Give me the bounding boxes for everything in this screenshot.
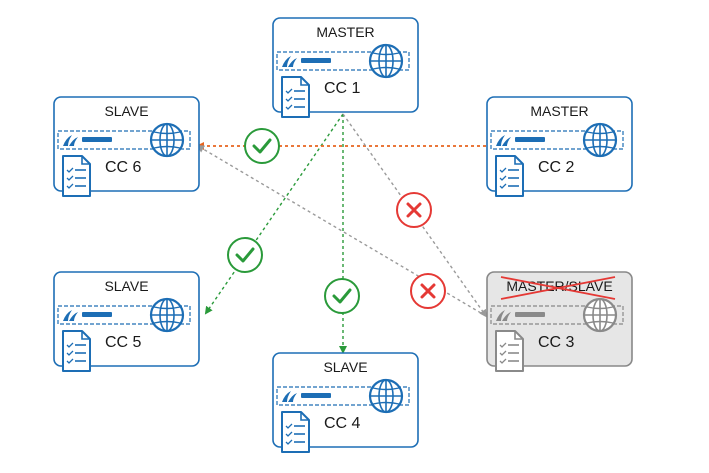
checklist-document-icon — [495, 155, 524, 197]
node-cc-label: CC 5 — [105, 334, 142, 351]
node-cc-label: CC 1 — [324, 80, 361, 97]
node-cc-label: CC 4 — [324, 415, 361, 432]
globe-icon — [582, 297, 618, 333]
node-role-label: MASTER — [530, 103, 588, 119]
node-cc6[interactable]: SLAVE CC 6 — [53, 96, 200, 197]
globe-icon — [368, 43, 404, 79]
checklist-document-icon — [281, 76, 310, 118]
checklist-document-icon — [62, 330, 91, 372]
node-role-label: SLAVE — [323, 359, 367, 375]
link-cc1-cc5 — [204, 113, 344, 315]
checklist-document-icon — [281, 411, 310, 453]
node-cc-label: CC 2 — [538, 159, 575, 176]
check-circle-icon — [324, 278, 360, 314]
firewall-appliance-icon — [490, 130, 624, 150]
role-strike-icon — [500, 276, 616, 300]
globe-icon — [149, 122, 185, 158]
node-cc5[interactable]: SLAVE CC 5 — [53, 271, 200, 372]
node-role-label: MASTER — [316, 24, 374, 40]
check-circle-icon — [244, 128, 280, 164]
node-cc1[interactable]: MASTER CC 1 — [272, 17, 419, 118]
firewall-appliance-icon — [57, 305, 191, 325]
firewall-appliance-icon — [57, 130, 191, 150]
firewall-appliance-icon — [276, 386, 410, 406]
checklist-document-icon — [62, 155, 91, 197]
links-layer — [196, 113, 488, 354]
globe-icon — [582, 122, 618, 158]
node-role-label: SLAVE — [104, 103, 148, 119]
status-markers-layer — [227, 128, 446, 314]
globe-icon — [368, 378, 404, 414]
cross-circle-icon — [396, 192, 432, 228]
link-cc1-cc3 — [342, 113, 488, 318]
cross-circle-icon — [410, 273, 446, 309]
firewall-appliance-icon — [276, 51, 410, 71]
node-cc-label: CC 6 — [105, 159, 142, 176]
node-role-label: SLAVE — [104, 278, 148, 294]
node-cc-label: CC 3 — [538, 334, 575, 351]
node-cc4[interactable]: SLAVE CC 4 — [272, 352, 419, 453]
check-circle-icon — [227, 237, 263, 273]
node-cc2[interactable]: MASTER CC 2 — [486, 96, 633, 197]
globe-icon — [149, 297, 185, 333]
checklist-document-icon — [495, 330, 524, 372]
firewall-appliance-icon — [490, 305, 624, 325]
